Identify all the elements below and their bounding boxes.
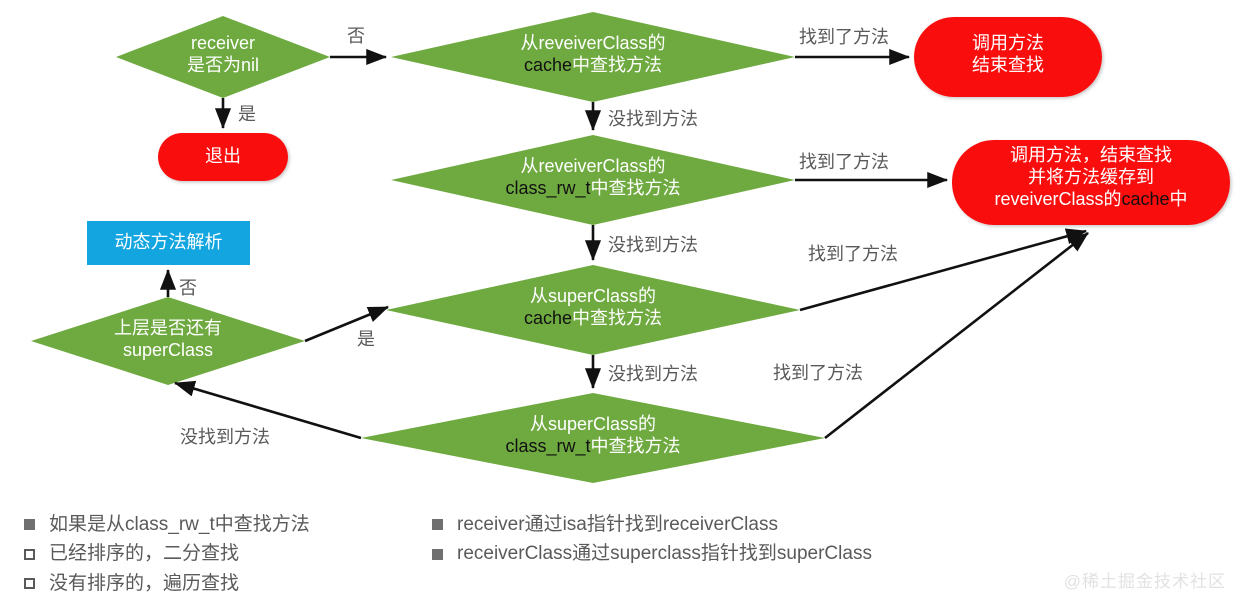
square-filled-icon [24,519,35,531]
watermark: @稀土掘金技术社区 [1063,572,1226,591]
square-filled-icon [432,548,443,560]
legend-item: 没有排序的，遍历查找 [24,569,310,598]
square-filled-icon [432,519,443,531]
edge-superclass-cache-to-cachestore [799,228,1088,312]
legend-left: 如果是从class_rw_t中查找方法 已经排序的，二分查找 没有排序的，遍历查… [24,510,310,598]
legend-item: 如果是从class_rw_t中查找方法 [24,510,310,539]
legend-item: receiverClass通过superclass指针找到superClass [432,539,872,568]
node-shape-superclass-cache[interactable] [386,265,800,355]
edge-superclass-rwt-to-cachestore [824,231,1089,440]
legend-item: receiver通过isa指针找到receiverClass [432,510,872,539]
edge-superclass-rwt-to-has-superclass [174,380,362,440]
node-shape-call-and-end[interactable] [914,17,1102,97]
node-shape-dynamic-resolve[interactable] [87,221,250,265]
node-shape-receiverclass-cache[interactable] [391,12,795,102]
legend-item-text: receiverClass通过superclass指针找到superClass [457,543,872,565]
node-shape-receiver-nil[interactable] [116,16,330,98]
legend-item: 已经排序的，二分查找 [24,539,310,568]
node-shape-has-superclass[interactable] [31,297,305,385]
legend-item-text: 已经排序的，二分查找 [49,543,240,565]
legend-item-text: 没有排序的，遍历查找 [49,572,240,594]
legend-right: receiver通过isa指针找到receiverClass receiverC… [432,510,872,569]
node-shape-receiverclass-rwt[interactable] [391,135,795,225]
legend-item-text: receiver通过isa指针找到receiverClass [457,514,778,535]
node-shape-exit[interactable] [158,133,288,181]
node-shape-call-cache-store[interactable] [952,140,1230,225]
edge-has-superclass-to-cache [304,305,389,343]
legend-item-text: 如果是从class_rw_t中查找方法 [49,514,310,535]
square-hollow-icon [24,548,35,560]
square-hollow-icon [24,578,35,590]
node-shape-superclass-rwt[interactable] [361,393,825,483]
